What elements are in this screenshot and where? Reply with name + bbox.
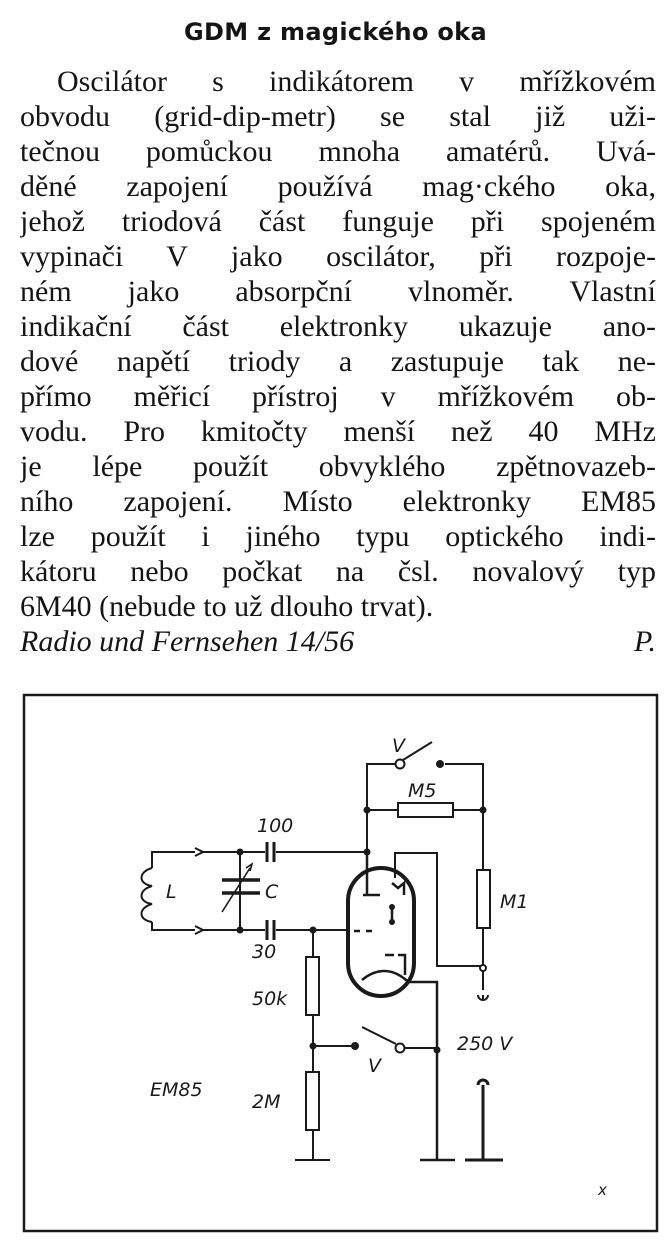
switch-bottom-contact (394, 1042, 406, 1054)
resistor-m5 (397, 802, 454, 818)
text-line: indikační část elektronky ukazuje ano- (20, 310, 656, 343)
ground-supply (465, 1078, 503, 1162)
label-c100: 100 (257, 815, 293, 837)
text-line: přímo měřicí přístroj v mřížkovém ob- (20, 380, 656, 413)
wire (203, 851, 367, 931)
wire (366, 763, 484, 870)
text-line: vypinači V jako oscilátor, při rozpoje- (20, 240, 656, 273)
label-voltage: 250 V (457, 1033, 514, 1055)
text-line: je lépe použít obvyklého zpětnovazeb- (20, 450, 656, 483)
text-line: ního zapojení. Místo elektronky EM85 (20, 485, 656, 518)
capacitor-30 (265, 920, 276, 940)
text-line: dové napětí triody a zastupuje tak ne- (20, 345, 656, 378)
text-line: 6M40 (nebude to už dlouho trvat). (20, 590, 434, 623)
supply-terminal-top (477, 971, 489, 1001)
source-reference: Radio und Fernsehen 14/56 (20, 625, 355, 658)
article-title: GDM z magického oka (184, 18, 487, 46)
wire (394, 852, 484, 967)
text-line: obvodu (grid-dip-metr) se stal již uži- (20, 100, 656, 133)
wire (295, 930, 330, 1161)
terminal (479, 964, 487, 972)
article-body: Oscilátor s indikátorem v mřížkovém obvo… (20, 64, 656, 659)
label-m1: M1 (500, 891, 528, 913)
corner-mark: x (597, 1181, 607, 1199)
label-2m: 2M (252, 1091, 280, 1113)
text-line: jehož triodová část funguje při spojeném (20, 205, 656, 238)
tube-em85 (346, 866, 416, 998)
text-line: děné zapojení používá mag·ckého oka, (20, 170, 656, 203)
label-switch-bottom: V (368, 1055, 383, 1077)
resistor-m1 (476, 869, 491, 929)
switch-bottom-lever (361, 1026, 397, 1045)
text-line: ném jako absorpční vlnoměr. Vlastní (20, 275, 656, 308)
label-coil: L (166, 881, 177, 903)
text-line: vodu. Pro kmitočty menší než 40 MHz (20, 415, 656, 448)
switch-top-contact (394, 758, 406, 770)
citation: Radio und Fernsehen 14/56 P. (20, 624, 656, 659)
label-50k: 50k (252, 988, 288, 1010)
variable-capacitor-symbol (221, 862, 260, 913)
tube-electrodes (354, 855, 455, 1162)
label-tube: EM85 (150, 1079, 203, 1101)
text-line: kátoru nebo počkat na čsl. novalový typ (20, 555, 656, 588)
switch-top-lever (402, 741, 433, 761)
text-line: Oscilátor s indikátorem v mřížkovém (57, 65, 656, 98)
author-initial: P. (634, 625, 656, 658)
label-switch-top: V (392, 735, 407, 757)
capacitor-100 (265, 842, 276, 862)
resistor-2m (305, 1071, 320, 1131)
text-line: tečnou pomůckou mnoha amatérů. Uvá- (20, 135, 656, 168)
text-line: lze použít i jiného typu optického indi- (20, 520, 656, 553)
label-c30: 30 (252, 941, 276, 963)
label-cap-var: C (265, 881, 279, 903)
label-m5: M5 (408, 780, 436, 802)
resistor-50k (305, 956, 320, 1016)
diagram-frame (22, 693, 659, 1233)
